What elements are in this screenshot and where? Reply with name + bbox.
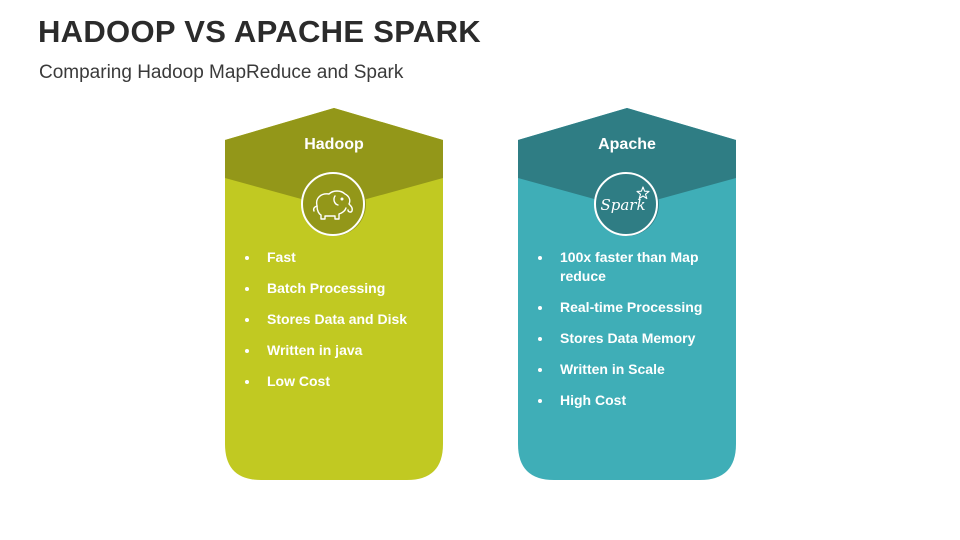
list-item: 100x faster than Map reduce [518, 248, 736, 286]
spark-logo-text: Spark [600, 196, 646, 214]
hadoop-card-title: Hadoop [304, 136, 364, 153]
list-item: Fast [225, 248, 443, 267]
list-item: Written in java [225, 341, 443, 360]
page-title: HADOOP VS APACHE SPARK [38, 14, 481, 49]
apache-card: Apache Spark 100x faster than Map reduce… [518, 108, 736, 480]
elephant-icon [312, 190, 353, 220]
list-item: Stores Data and Disk [225, 310, 443, 329]
list-item: Real-time Processing [518, 298, 736, 317]
list-item: Written in Scale [518, 360, 736, 379]
list-item: Batch Processing [225, 279, 443, 298]
list-item: Stores Data Memory [518, 329, 736, 348]
star-icon [636, 186, 650, 200]
list-item: Low Cost [225, 372, 443, 391]
list-item: High Cost [518, 391, 736, 410]
hadoop-logo [301, 172, 365, 236]
hadoop-card: Hadoop Fast Batch Processing Stores Data… [225, 108, 443, 480]
apache-card-title: Apache [598, 136, 656, 153]
apache-feature-list: 100x faster than Map reduce Real-time Pr… [518, 248, 736, 422]
hadoop-feature-list: Fast Batch Processing Stores Data and Di… [225, 248, 443, 403]
spark-logo-icon: Spark [594, 172, 658, 236]
page-subtitle: Comparing Hadoop MapReduce and Spark [39, 62, 404, 83]
